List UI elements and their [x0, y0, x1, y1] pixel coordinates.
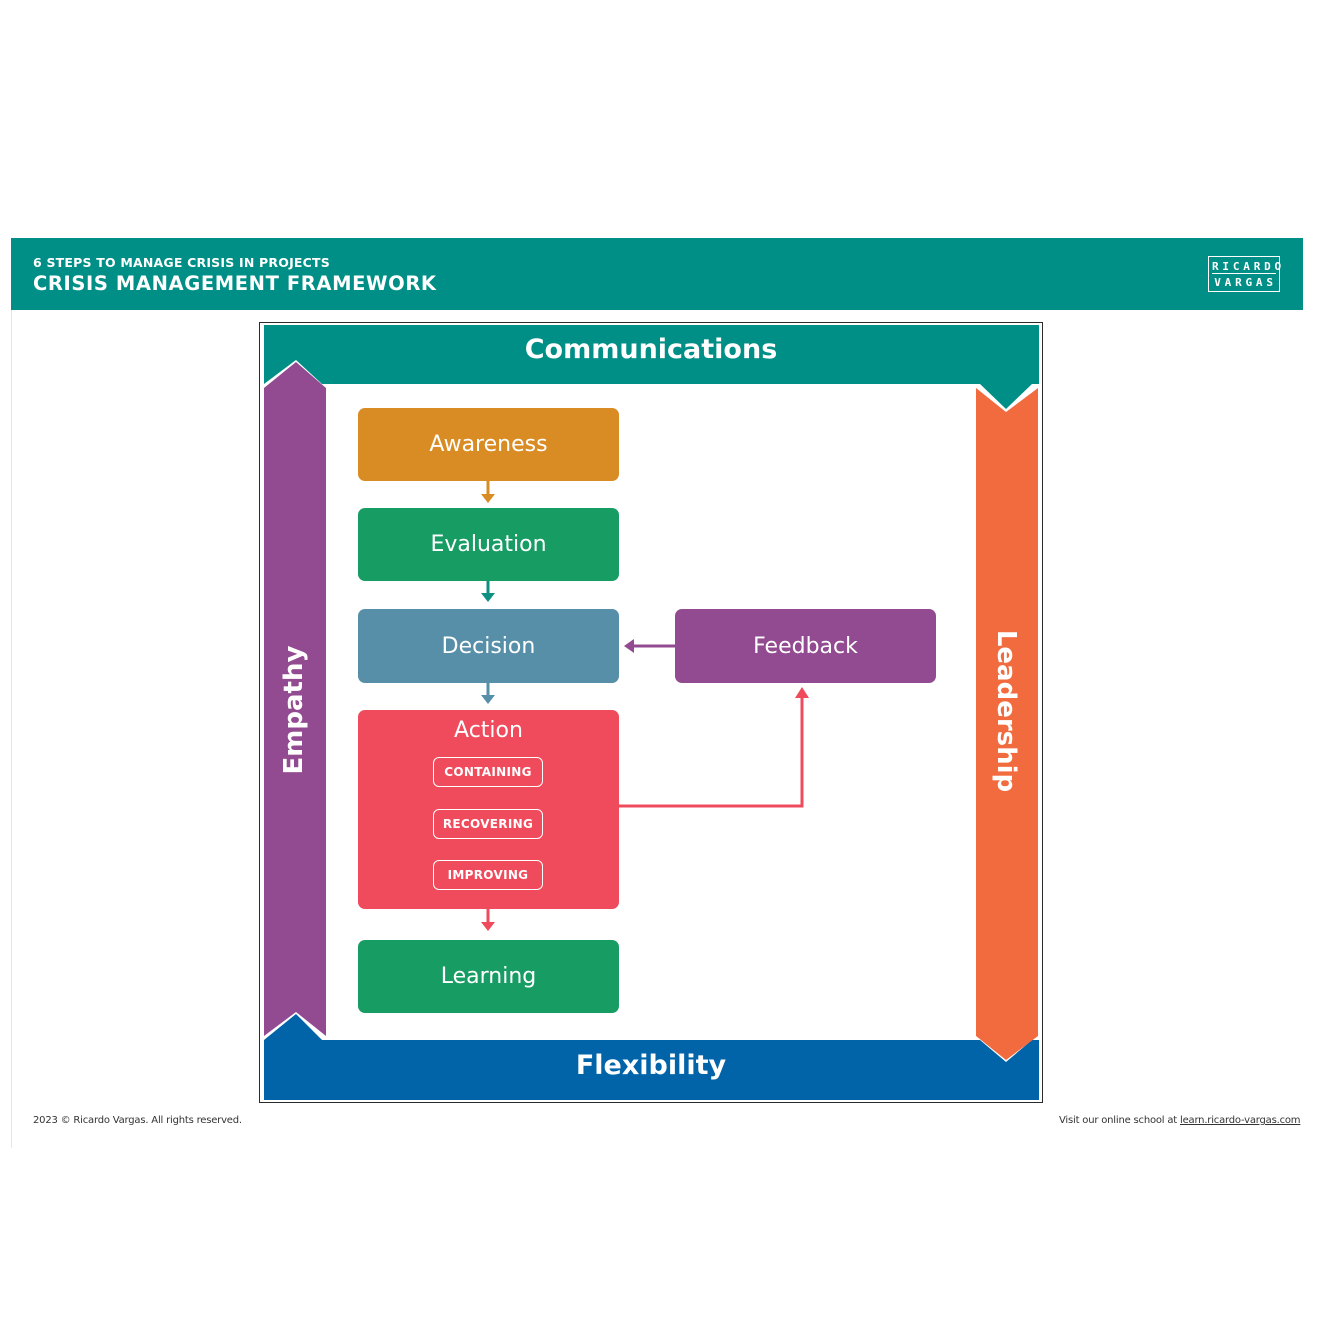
- evaluation-step: Evaluation: [358, 508, 619, 581]
- action-step: Action CONTAINING RECOVERING IMPROVING: [358, 710, 619, 909]
- header-banner: 6 STEPS TO MANAGE CRISIS IN PROJECTS CRI…: [11, 238, 1303, 310]
- visit-text: Visit our online school at: [1059, 1115, 1180, 1126]
- feedback-step: Feedback: [675, 609, 936, 683]
- empathy-band: [264, 362, 326, 1036]
- empathy-label: Empathy: [279, 645, 309, 775]
- header-title: CRISIS MANAGEMENT FRAMEWORK: [33, 272, 437, 295]
- logo-line-2: VARGAS: [1214, 276, 1277, 289]
- decision-step: Decision: [358, 609, 619, 683]
- header-subtitle: 6 STEPS TO MANAGE CRISIS IN PROJECTS: [33, 255, 330, 270]
- learning-step: Learning: [358, 940, 619, 1013]
- communications-band: [264, 325, 1039, 409]
- recovering-substep: RECOVERING: [433, 809, 543, 839]
- framework-frame: [259, 322, 1043, 1103]
- online-school-link[interactable]: learn.ricardo-vargas.com: [1179, 1115, 1301, 1126]
- copyright-notice: 2023 © Ricardo Vargas. All rights reserv…: [33, 1115, 242, 1126]
- arrow-awareness-to-evaluation: [481, 481, 495, 503]
- ricardo-vargas-logo: RICARDO VARGAS: [1208, 256, 1285, 292]
- arrow-action-to-feedback: [619, 687, 809, 808]
- improving-substep: IMPROVING: [433, 860, 543, 890]
- awareness-step: Awareness: [358, 408, 619, 481]
- page-edge-line: [11, 310, 12, 1148]
- leadership-band: [976, 388, 1038, 1060]
- flexibility-band: [264, 1014, 1039, 1100]
- logo-line-1: RICARDO: [1212, 260, 1285, 273]
- arrow-feedback-to-decision: [624, 639, 675, 653]
- arrow-decision-to-action: [481, 683, 495, 704]
- containing-substep: CONTAINING: [433, 757, 543, 787]
- communications-label: Communications: [524, 334, 778, 365]
- leadership-label: Leadership: [991, 629, 1021, 793]
- online-school-note: Visit our online school at learn.ricardo…: [1059, 1115, 1301, 1126]
- arrow-evaluation-to-decision: [481, 581, 495, 602]
- flexibility-label: Flexibility: [575, 1050, 727, 1081]
- action-title: Action: [454, 718, 523, 743]
- arrow-action-to-learning: [481, 909, 495, 931]
